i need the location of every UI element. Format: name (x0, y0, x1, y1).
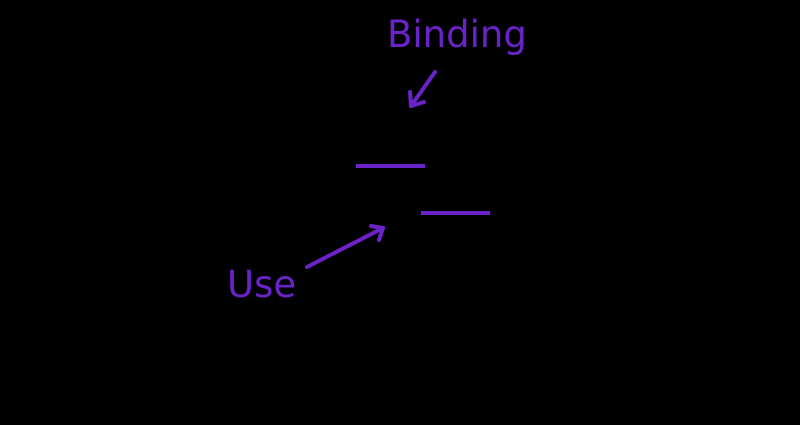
binding-label: Binding (387, 13, 527, 56)
use-blank-line (421, 211, 490, 215)
binding-blank-line (356, 164, 425, 168)
use-arrow-icon (305, 224, 385, 269)
binding-arrow-icon (408, 70, 437, 108)
use-label: Use (227, 263, 297, 306)
